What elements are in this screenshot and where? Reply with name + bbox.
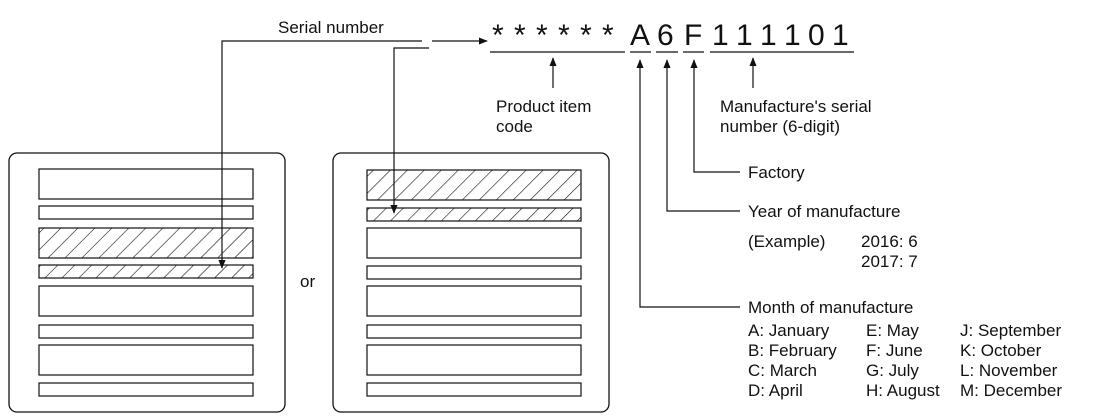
month-entry: E: May bbox=[866, 321, 919, 340]
month-entry: K: October bbox=[960, 341, 1042, 360]
serial-leader-left bbox=[218, 40, 422, 269]
code-star: * bbox=[558, 19, 570, 52]
year-example-item: 2016: 6 bbox=[861, 232, 918, 251]
month-entry: J: September bbox=[960, 321, 1061, 340]
month-entry: L: November bbox=[960, 361, 1058, 380]
factory-label: Factory bbox=[748, 163, 805, 182]
manufacturers-serial-label: Manufacture's serial bbox=[720, 97, 872, 116]
code-serial-digit: 1 bbox=[712, 19, 729, 52]
hatched-field bbox=[38, 227, 254, 259]
serial-number-label: Serial number bbox=[278, 18, 384, 37]
nameplate-panel-right bbox=[332, 152, 610, 413]
code-month: A bbox=[630, 19, 650, 52]
serial-leader-right bbox=[390, 47, 429, 214]
year-label: Year of manufacture bbox=[748, 202, 900, 221]
code-year: 6 bbox=[657, 19, 674, 52]
month-entry: D: April bbox=[748, 381, 803, 400]
hatched-field bbox=[366, 169, 582, 201]
manufacturers-serial-label: number (6-digit) bbox=[720, 117, 840, 136]
month-entry: G: July bbox=[866, 361, 919, 380]
month-leader bbox=[636, 59, 740, 308]
serial-field-highlight bbox=[366, 207, 582, 222]
code-star: * bbox=[536, 19, 548, 52]
code-serial-digit: 1 bbox=[760, 19, 777, 52]
month-label: Month of manufacture bbox=[748, 298, 913, 317]
code-serial-digit: 0 bbox=[808, 19, 825, 52]
code-star: * bbox=[602, 19, 614, 52]
year-example-prefix: (Example) bbox=[748, 232, 825, 251]
month-entry: C: March bbox=[748, 361, 817, 380]
month-entry: H: August bbox=[866, 381, 940, 400]
code-factory: F bbox=[684, 19, 702, 52]
code-serial: 1 1 1 1 0 1 bbox=[712, 19, 849, 52]
serial-field-highlight bbox=[38, 264, 254, 279]
year-leader bbox=[663, 59, 740, 212]
month-entry: F: June bbox=[866, 341, 923, 360]
code-star: * bbox=[514, 19, 526, 52]
nameplate-panel-left bbox=[8, 152, 286, 413]
year-example-item: 2017: 7 bbox=[861, 252, 918, 271]
month-entry: A: January bbox=[748, 321, 830, 340]
month-table: A: January E: May J: September B: Februa… bbox=[748, 321, 1062, 400]
or-label: or bbox=[300, 272, 315, 291]
product-item-code-label: Product item bbox=[496, 97, 591, 116]
code-serial-digit: 1 bbox=[832, 19, 849, 52]
month-entry: B: February bbox=[748, 341, 837, 360]
code-stars: * * * * * * bbox=[492, 19, 614, 52]
product-item-code-label: code bbox=[496, 117, 533, 136]
code-serial-digit: 1 bbox=[784, 19, 801, 52]
code-star: * bbox=[580, 19, 592, 52]
code-star: * bbox=[492, 19, 504, 52]
factory-leader bbox=[690, 59, 740, 173]
month-entry: M: December bbox=[960, 381, 1062, 400]
code-serial-digit: 1 bbox=[736, 19, 753, 52]
